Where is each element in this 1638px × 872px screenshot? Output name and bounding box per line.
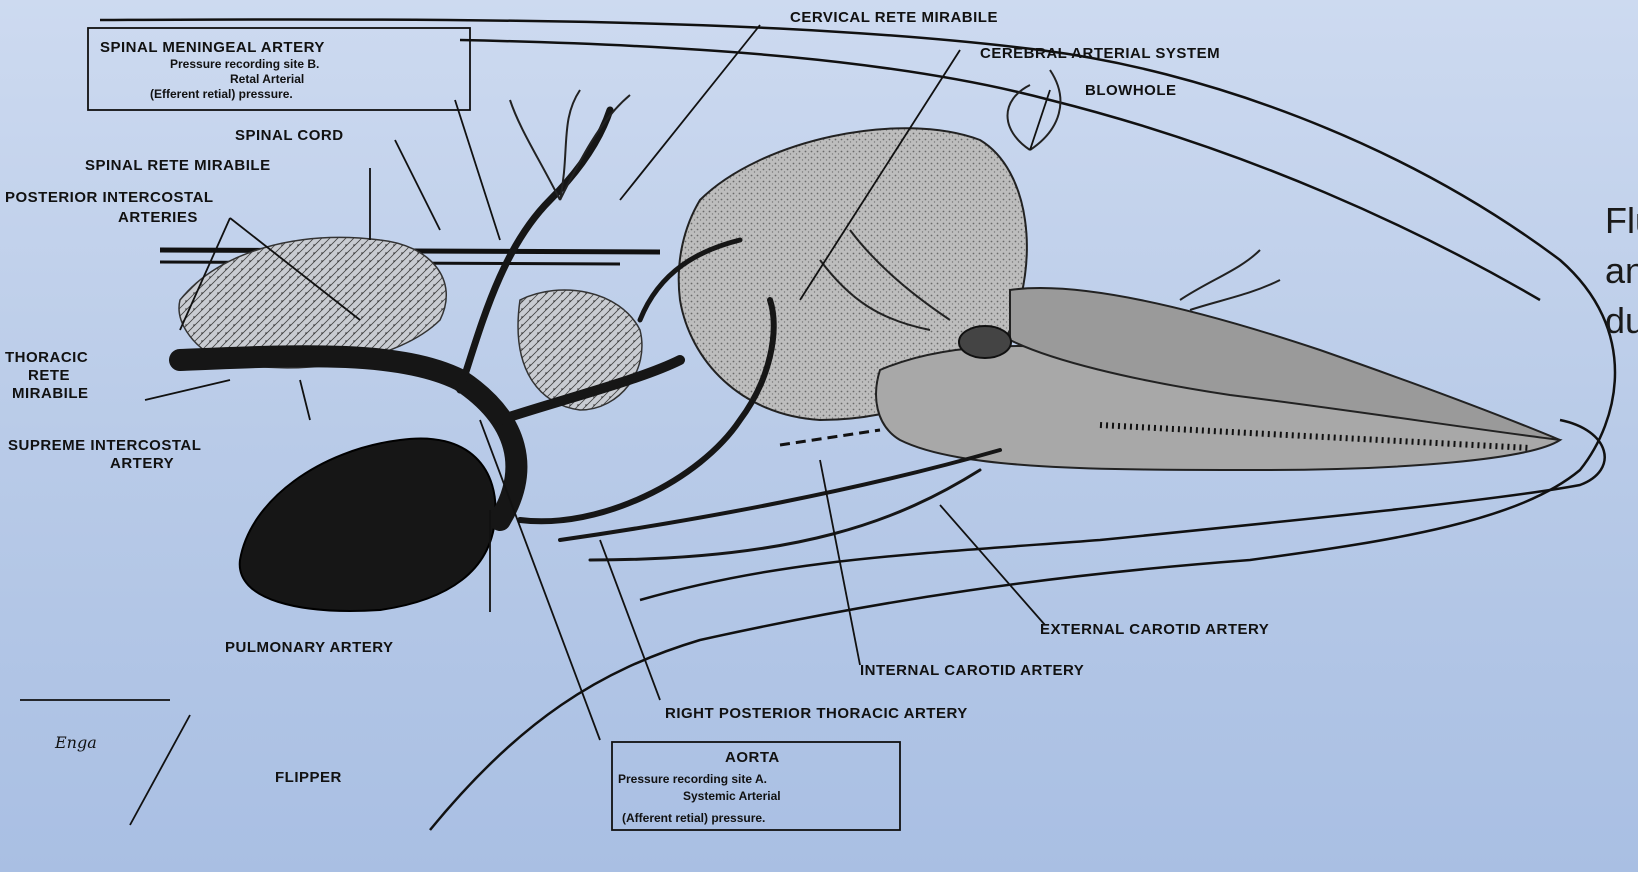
label-blowhole: BLOWHOLE — [1085, 82, 1177, 99]
heart — [240, 438, 496, 610]
label-pulmonary-artery: PULMONARY ARTERY — [225, 639, 394, 656]
label-spinal-meningeal-artery: SPINAL MENINGEAL ARTERY — [100, 39, 325, 56]
scale-signature: Enga — [54, 733, 97, 752]
label-external-carotid: EXTERNAL CAROTID ARTERY — [1040, 621, 1269, 638]
label-aorta-note2: Systemic Arterial — [683, 789, 781, 803]
label-supreme-intercostal-1: SUPREME INTERCOSTAL — [8, 437, 201, 454]
label-flipper: FLIPPER — [275, 769, 342, 786]
label-spinal-rete-mirabile: SPINAL RETE MIRABILE — [85, 157, 271, 174]
side-text-line-3: du — [1605, 300, 1638, 342]
label-cerebral-arterial-system: CEREBRAL ARTERIAL SYSTEM — [980, 45, 1220, 62]
label-spinal-meningeal-note2: Retal Arterial — [230, 72, 304, 86]
label-aorta-note1: Pressure recording site A. — [618, 772, 767, 786]
internal-carotid-dashed — [780, 430, 880, 445]
label-thoracic-rete-3: MIRABILE — [12, 385, 89, 402]
label-posterior-intercostal-1: POSTERIOR INTERCOSTAL — [5, 189, 214, 206]
label-spinal-meningeal-note3: (Efferent retial) pressure. — [150, 87, 293, 101]
label-spinal-cord: SPINAL CORD — [235, 127, 344, 144]
eye — [959, 326, 1011, 358]
label-right-posterior-thoracic: RIGHT POSTERIOR THORACIC ARTERY — [665, 705, 968, 722]
label-supreme-intercostal-2: ARTERY — [110, 455, 174, 472]
side-text-line-1: Flu — [1605, 200, 1638, 242]
label-thoracic-rete-2: RETE — [28, 367, 70, 384]
side-text-line-2: an — [1605, 250, 1638, 292]
label-cervical-rete-mirabile: CERVICAL RETE MIRABILE — [790, 9, 998, 26]
label-thoracic-rete-1: THORACIC — [5, 349, 88, 366]
label-spinal-meningeal-note1: Pressure recording site B. — [170, 57, 319, 71]
label-posterior-intercostal-2: ARTERIES — [118, 209, 198, 226]
label-aorta-note3: (Afferent retial) pressure. — [622, 811, 765, 825]
label-internal-carotid: INTERNAL CAROTID ARTERY — [860, 662, 1084, 679]
label-aorta: AORTA — [725, 749, 780, 766]
